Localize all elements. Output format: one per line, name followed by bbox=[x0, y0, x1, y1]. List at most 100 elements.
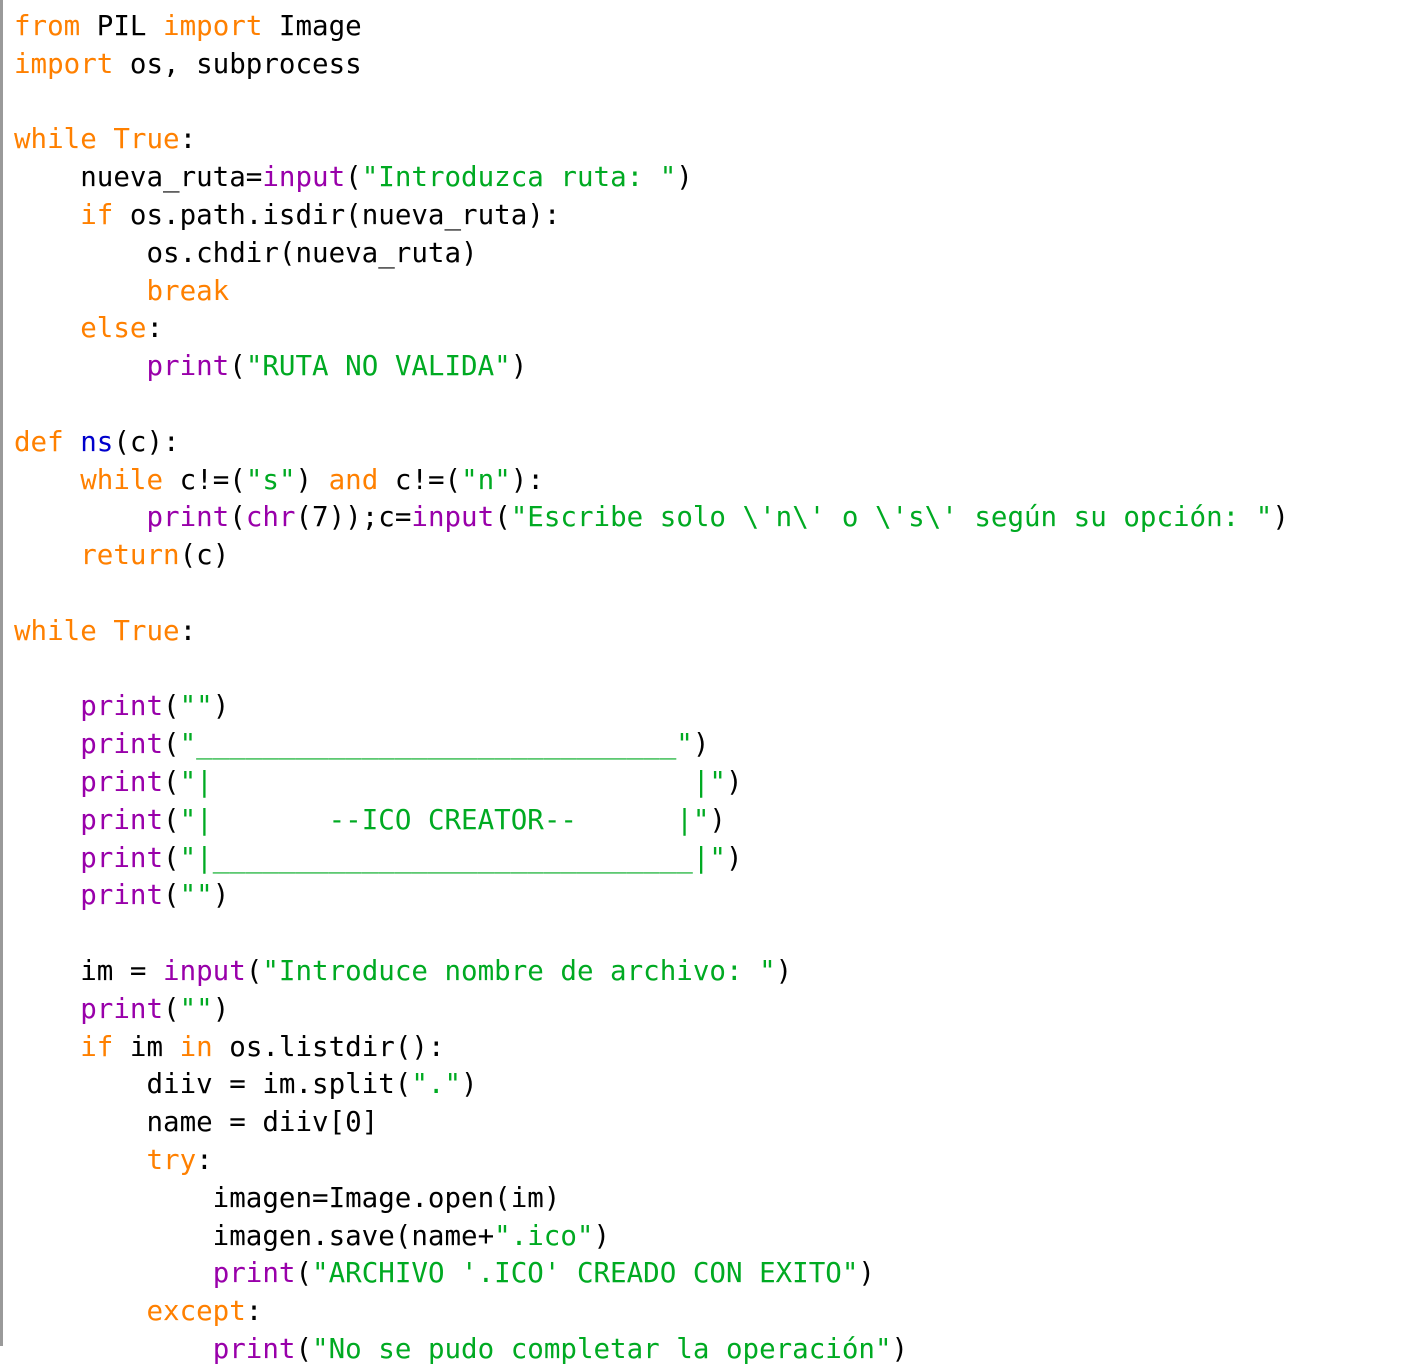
code-token-str: "s" bbox=[245, 463, 296, 496]
code-line[interactable]: print(chr(7));c=input("Escribe solo \'n\… bbox=[14, 499, 1428, 537]
code-line[interactable]: def ns(c): bbox=[14, 424, 1428, 462]
code-line[interactable]: print("ARCHIVO '.ICO' CREADO CON EXITO") bbox=[14, 1255, 1428, 1293]
code-token-op: ( bbox=[163, 765, 180, 798]
code-token-id: name = diiv[0] bbox=[14, 1106, 379, 1139]
code-line[interactable]: os.chdir(nueva_ruta) bbox=[14, 235, 1428, 273]
code-token-id bbox=[14, 1031, 80, 1063]
code-token-op: ( bbox=[163, 803, 180, 836]
code-line[interactable] bbox=[14, 651, 1428, 689]
code-token-id: (c) bbox=[179, 539, 230, 572]
code-line[interactable]: diiv = im.split(".") bbox=[14, 1066, 1428, 1104]
code-token-kw: while bbox=[80, 463, 164, 496]
code-line[interactable] bbox=[14, 915, 1428, 953]
code-line[interactable]: break bbox=[14, 273, 1428, 311]
code-token-id bbox=[14, 804, 80, 836]
code-token-op: ( bbox=[163, 992, 180, 1025]
code-token-id: (7));c= bbox=[295, 501, 412, 534]
code-line[interactable]: print("_____________________________") bbox=[14, 726, 1428, 764]
code-token-str: "RUTA NO VALIDA" bbox=[245, 350, 511, 383]
code-token-id: PIL bbox=[80, 10, 164, 42]
code-token-bi: print bbox=[80, 879, 164, 912]
code-line[interactable]: im = input("Introduce nombre de archivo:… bbox=[14, 953, 1428, 991]
code-token-bi: chr bbox=[245, 501, 296, 534]
code-token-id: imagen.save(name+ bbox=[14, 1219, 495, 1252]
code-line[interactable]: imagen=Image.open(im) bbox=[14, 1180, 1428, 1218]
code-line[interactable]: if os.path.isdir(nueva_ruta): bbox=[14, 197, 1428, 235]
code-token-id bbox=[14, 275, 146, 307]
code-token-kw: import bbox=[163, 10, 263, 42]
code-line[interactable]: try: bbox=[14, 1142, 1428, 1180]
code-line[interactable]: while True: bbox=[14, 121, 1428, 159]
code-line[interactable]: while True: bbox=[14, 613, 1428, 651]
code-token-kw: and bbox=[328, 463, 379, 496]
code-token-op: ) bbox=[212, 690, 230, 723]
code-token-id: im bbox=[113, 1030, 180, 1063]
code-token-id bbox=[14, 993, 80, 1025]
code-token-str: "Escribe solo \'n\' o \'s\' según su opc… bbox=[510, 501, 1273, 534]
code-token-id bbox=[14, 1257, 213, 1289]
code-token-id bbox=[14, 501, 146, 533]
code-token-def: ns bbox=[80, 425, 114, 458]
code-token-str: "| --ICO CREATOR-- |" bbox=[179, 803, 710, 836]
code-token-id: nueva_ruta= bbox=[14, 161, 263, 194]
code-token-op: ) bbox=[212, 879, 230, 912]
code-token-kw: def bbox=[14, 425, 64, 458]
code-token-op: ) bbox=[212, 992, 230, 1025]
code-line[interactable]: print("RUTA NO VALIDA") bbox=[14, 348, 1428, 386]
code-line[interactable] bbox=[14, 575, 1428, 613]
code-line[interactable]: else: bbox=[14, 310, 1428, 348]
code-token-bi: print bbox=[80, 690, 164, 723]
code-token-id: Image bbox=[262, 10, 362, 42]
code-line[interactable]: print("") bbox=[14, 991, 1428, 1029]
code-line[interactable]: print("| --ICO CREATOR-- |") bbox=[14, 802, 1428, 840]
code-token-id bbox=[14, 1333, 213, 1365]
code-token-op: ) bbox=[858, 1257, 875, 1290]
code-line[interactable] bbox=[14, 84, 1428, 122]
code-token-id: os.path.isdir(nueva_ruta): bbox=[113, 198, 561, 231]
code-token-op: : bbox=[196, 1143, 213, 1176]
code-line[interactable]: print("") bbox=[14, 877, 1428, 915]
code-token-op: ) bbox=[461, 1068, 478, 1101]
code-token-op: ) bbox=[709, 803, 726, 836]
code-line[interactable] bbox=[14, 386, 1428, 424]
code-line[interactable]: while c!=("s") and c!=("n"): bbox=[14, 462, 1428, 500]
code-token-op: : bbox=[179, 123, 197, 156]
code-line[interactable]: print("|_____________________________|") bbox=[14, 840, 1428, 878]
code-token-kw: if bbox=[80, 1030, 114, 1063]
code-line[interactable]: except: bbox=[14, 1293, 1428, 1331]
code-token-id: imagen=Image.open(im) bbox=[14, 1181, 561, 1214]
code-line[interactable]: imagen.save(name+".ico") bbox=[14, 1218, 1428, 1256]
code-token-id bbox=[14, 464, 80, 496]
code-line[interactable]: if im in os.listdir(): bbox=[14, 1029, 1428, 1067]
code-token-id bbox=[64, 426, 81, 458]
code-token-op: ) bbox=[510, 350, 528, 383]
code-token-id bbox=[14, 312, 80, 344]
code-token-op: ( bbox=[345, 161, 362, 194]
code-token-id: os.listdir(): bbox=[212, 1030, 445, 1063]
code-token-id: diiv = im.split( bbox=[14, 1068, 412, 1101]
code-token-str: "Introduce nombre de archivo: " bbox=[262, 954, 776, 987]
code-line[interactable]: from PIL import Image bbox=[14, 8, 1428, 46]
code-line[interactable]: print("| |") bbox=[14, 764, 1428, 802]
code-line[interactable]: print("No se pudo completar la operación… bbox=[14, 1331, 1428, 1369]
code-token-id bbox=[14, 690, 80, 722]
code-token-id bbox=[14, 539, 80, 571]
code-token-str: "|_____________________________|" bbox=[179, 841, 726, 874]
code-line[interactable]: nueva_ruta=input("Introduzca ruta: ") bbox=[14, 159, 1428, 197]
code-token-bi: print bbox=[80, 803, 164, 836]
code-token-str: "" bbox=[179, 992, 213, 1025]
code-token-bi: print bbox=[212, 1332, 296, 1365]
code-token-op: ( bbox=[229, 501, 246, 534]
code-token-op: ( bbox=[163, 690, 180, 723]
code-line[interactable]: return(c) bbox=[14, 537, 1428, 575]
code-token-kw: if bbox=[80, 198, 114, 231]
code-line[interactable]: name = diiv[0] bbox=[14, 1104, 1428, 1142]
code-token-id: os, subprocess bbox=[113, 47, 362, 80]
code-token-op: ) bbox=[593, 1219, 611, 1252]
code-line[interactable]: import os, subprocess bbox=[14, 46, 1428, 84]
code-token-id: ) bbox=[295, 463, 329, 496]
code-line[interactable]: print("") bbox=[14, 688, 1428, 726]
code-token-op: : bbox=[245, 1295, 263, 1328]
